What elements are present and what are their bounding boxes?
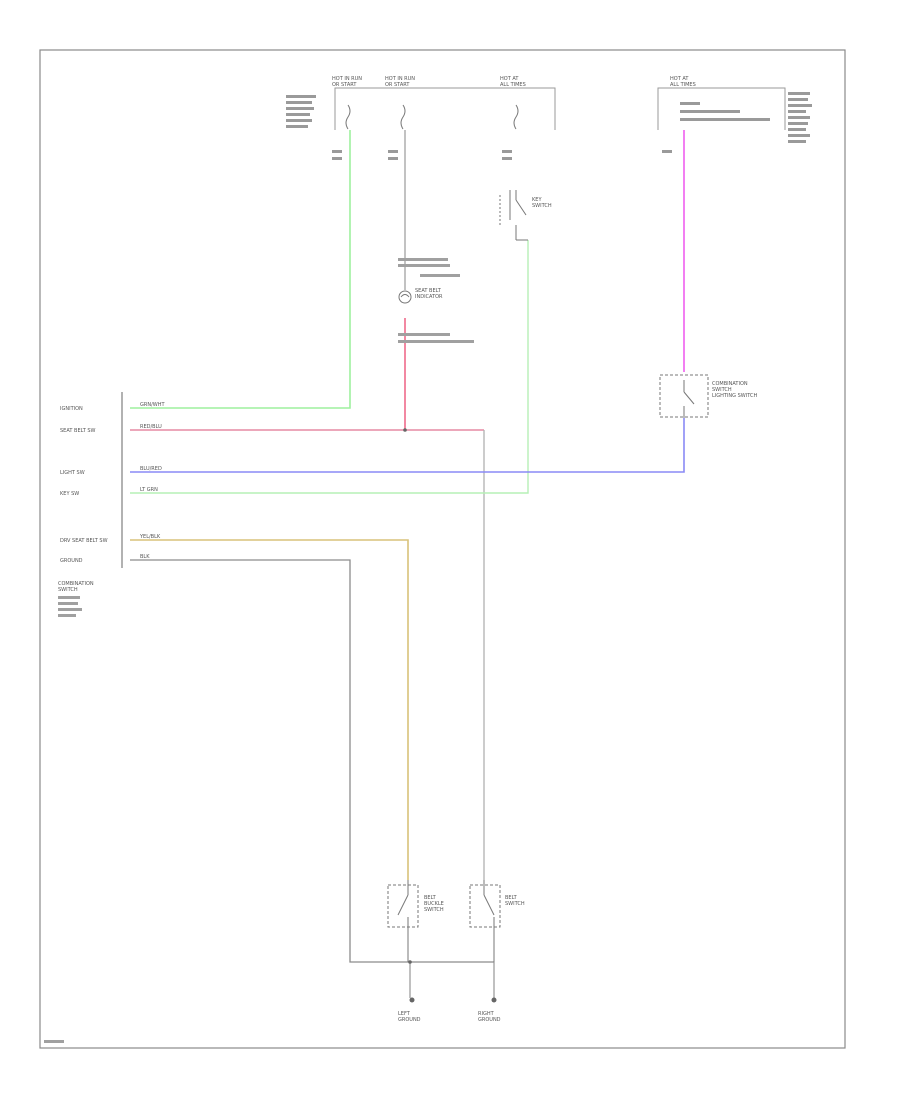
svg-text:KEY: KEY bbox=[532, 197, 542, 203]
wire-green-ignition bbox=[130, 130, 351, 409]
wire-ground bbox=[130, 559, 494, 963]
svg-text:GROUND: GROUND bbox=[478, 1017, 501, 1023]
svg-text:BUCKLE: BUCKLE bbox=[424, 901, 444, 907]
wire-ltgreen-key bbox=[130, 240, 529, 494]
svg-text:LIGHT SW: LIGHT SW bbox=[60, 470, 85, 476]
svg-text:OR START: OR START bbox=[385, 82, 410, 88]
svg-text:OR START: OR START bbox=[332, 82, 357, 88]
diagram-frame bbox=[39, 49, 846, 1049]
key-switch bbox=[499, 190, 528, 241]
ground-right bbox=[491, 997, 497, 1003]
power-source-3: HOT AT ALL TIMES bbox=[500, 76, 526, 88]
svg-text:HOT IN RUN: HOT IN RUN bbox=[385, 76, 415, 82]
svg-text:ALL TIMES: ALL TIMES bbox=[670, 82, 696, 88]
fuse-1 bbox=[345, 104, 351, 130]
svg-text:COMBINATION: COMBINATION bbox=[712, 381, 748, 387]
svg-text:SEAT BELT SW: SEAT BELT SW bbox=[60, 428, 96, 434]
power-source-2: HOT IN RUN OR START bbox=[385, 76, 415, 88]
wire-color-labels: GRN/WHT RED/BLU BLU/RED LT GRN YEL/BLK B… bbox=[139, 402, 165, 560]
svg-text:LIGHTING SWITCH: LIGHTING SWITCH bbox=[712, 393, 757, 399]
svg-text:COMBINATION: COMBINATION bbox=[58, 581, 94, 587]
svg-text:HOT AT: HOT AT bbox=[670, 76, 689, 82]
svg-text:GROUND: GROUND bbox=[60, 558, 83, 564]
seat-belt-indicator bbox=[398, 290, 412, 304]
lighting-switch bbox=[659, 374, 709, 418]
belt-switch-right bbox=[469, 880, 501, 962]
svg-text:DRV SEAT BELT SW: DRV SEAT BELT SW bbox=[60, 538, 108, 544]
svg-text:BLK: BLK bbox=[140, 554, 150, 560]
svg-text:RIGHT: RIGHT bbox=[478, 1011, 495, 1017]
module-label: COMBINATION SWITCH bbox=[58, 581, 94, 617]
power-source-frame-right bbox=[657, 87, 786, 130]
svg-text:RED/BLU: RED/BLU bbox=[140, 424, 162, 430]
splice-dot bbox=[403, 428, 407, 432]
svg-text:BELT: BELT bbox=[505, 895, 518, 901]
svg-text:GROUND: GROUND bbox=[398, 1017, 421, 1023]
svg-text:SWITCH: SWITCH bbox=[532, 203, 552, 209]
svg-text:HOT IN RUN: HOT IN RUN bbox=[332, 76, 362, 82]
svg-text:SWITCH: SWITCH bbox=[505, 901, 525, 907]
power-source-1: HOT IN RUN OR START bbox=[332, 76, 362, 88]
svg-text:SWITCH: SWITCH bbox=[424, 907, 444, 913]
svg-text:BELT: BELT bbox=[424, 895, 437, 901]
fuse-2 bbox=[400, 104, 406, 130]
svg-text:SWITCH: SWITCH bbox=[712, 387, 732, 393]
fuse-annotations bbox=[286, 92, 812, 160]
svg-text:IGNITION: IGNITION bbox=[60, 406, 83, 412]
svg-text:BLU/RED: BLU/RED bbox=[140, 466, 162, 472]
belt-switch-left bbox=[387, 880, 419, 962]
svg-text:YEL/BLK: YEL/BLK bbox=[139, 534, 161, 540]
svg-text:INDICATOR: INDICATOR bbox=[415, 294, 443, 300]
ground-left bbox=[409, 997, 415, 1003]
svg-text:SWITCH: SWITCH bbox=[58, 587, 78, 593]
svg-text:GRN/WHT: GRN/WHT bbox=[140, 402, 165, 408]
svg-text:HOT AT: HOT AT bbox=[500, 76, 519, 82]
wire-blue-light bbox=[130, 418, 685, 473]
splice-dot bbox=[408, 960, 412, 964]
fuse-3 bbox=[513, 104, 519, 130]
svg-text:LEFT: LEFT bbox=[398, 1011, 411, 1017]
svg-text:ALL TIMES: ALL TIMES bbox=[500, 82, 526, 88]
svg-text:KEY SW: KEY SW bbox=[60, 491, 79, 497]
power-source-frame-left bbox=[334, 87, 556, 130]
svg-text:SEAT BELT: SEAT BELT bbox=[415, 288, 442, 294]
pin-labels: IGNITION SEAT BELT SW LIGHT SW KEY SW DR… bbox=[60, 406, 108, 564]
svg-text:LT GRN: LT GRN bbox=[140, 487, 158, 493]
wire-yellow-belt-left bbox=[130, 539, 409, 880]
power-source-4: HOT AT ALL TIMES bbox=[670, 76, 696, 88]
